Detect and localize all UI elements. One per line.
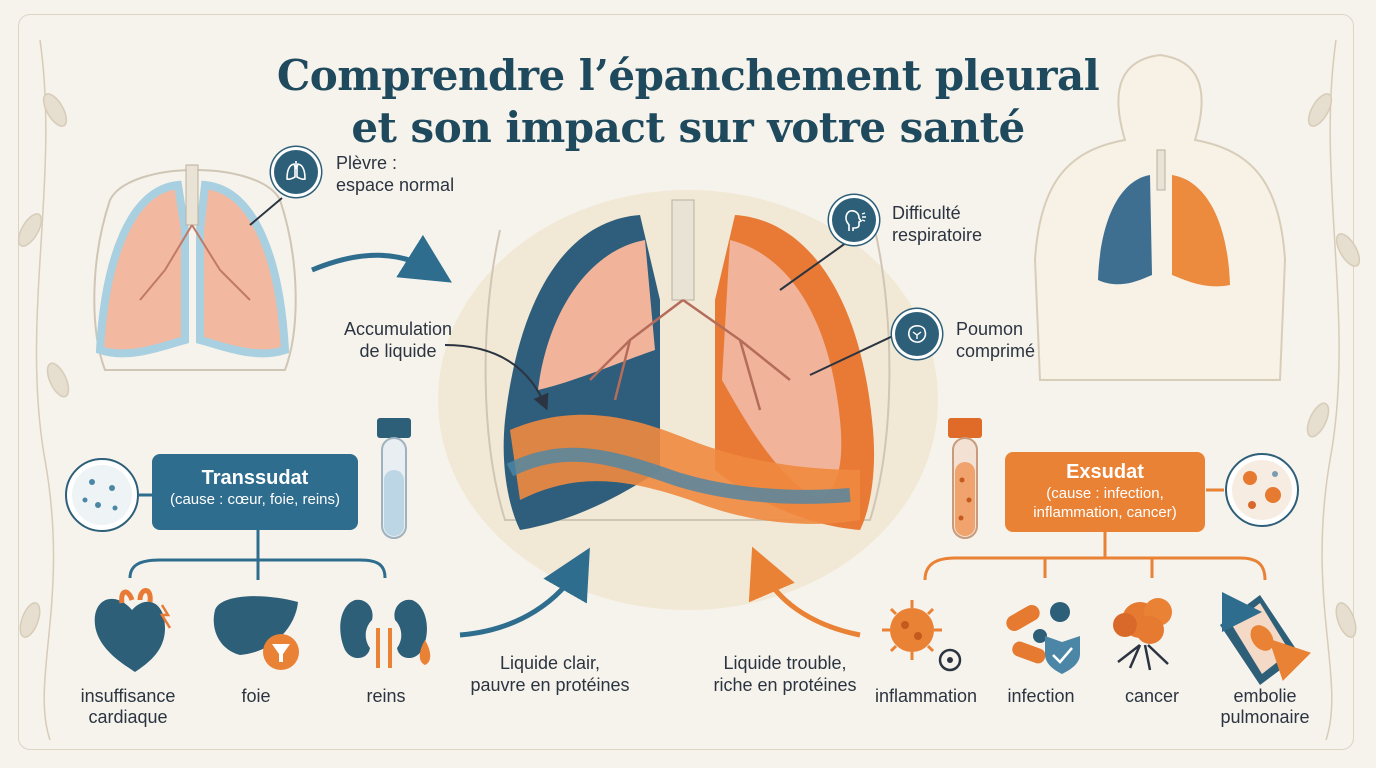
pointer-plevre [249,197,283,226]
arrow-turbid-liquid [748,546,861,638]
microscope-view-clear [65,458,139,532]
label-liquide-clair-line2: pauvre en protéines [470,675,630,695]
exsudat-cause-line2: inflammation, cancer) [1033,504,1177,521]
pointer-poumon [809,334,896,376]
label-accumulation-line2: de liquide [359,341,437,361]
label-liquide-trouble: Liquide trouble, riche en protéines [698,652,872,696]
test-tube-turbid [948,418,982,539]
decorative-frame [18,14,1354,750]
bacteria-shield-icon [1006,602,1080,674]
cause-caption-line1: insuffisance [80,686,176,706]
label-difficulte-line1: Difficulté [892,203,961,223]
vine-decoration-left [17,39,70,741]
virus-biohazard-icon [882,600,962,672]
breathing-difficulty-icon [832,198,876,242]
liver-icon [213,596,299,670]
cause-caption-line2: pulmonaire [1220,707,1310,727]
cause-caption-line1: reins [366,686,406,706]
vine-decoration-right [1306,39,1361,741]
label-liquide-clair-line1: Liquide clair, [499,653,601,673]
cause-caption-line1: embolie [1233,686,1297,706]
torso-illustration [1033,53,1287,381]
kidneys-icon [340,599,431,668]
heart-icon [94,588,172,672]
cause-reins: reins [346,686,426,707]
exsudat-box: Exsudat (cause : infection, inflammation… [1005,452,1205,532]
label-liquide-trouble-line1: Liquide trouble, [723,653,847,673]
normal-lungs-illustration [93,164,297,371]
pointer-difficulte [779,239,851,291]
page-title: Comprendre l’épanchement pleural et son … [0,50,1376,154]
label-difficulte: Difficulté respiratoire [892,202,982,246]
label-plevre: Plèvre : espace normal [336,152,454,196]
arrow-clear-liquid [459,547,590,638]
cause-infection: infection [996,686,1086,707]
label-plevre-line1: Plèvre : [336,153,398,173]
label-difficulte-line2: respiratoire [892,225,983,245]
label-poumon-line1: Poumon [956,319,1024,339]
title-line-2: et son impact sur votre santé [351,103,1025,152]
arrow-to-center [311,234,452,283]
pointer-accumulation [444,344,549,411]
tree-connector-blue [128,530,387,580]
cause-caption-line1: cancer [1124,686,1180,706]
tree-connector-orange [923,532,1267,581]
cause-inflammation: inflammation [864,686,988,707]
cause-insuffisance-cardiaque: insuffisance cardiaque [68,686,188,728]
cause-cancer: cancer [1110,686,1194,707]
label-accumulation: Accumulation de liquide [336,318,460,362]
cause-foie: foie [216,686,296,707]
transsudat-title: Transsudat [201,467,309,489]
central-lungs-illustration [438,190,938,610]
cause-caption-line1: foie [241,686,271,706]
transsudat-box: Transsudat (cause : cœur, foie, reins) [152,454,358,530]
cause-embolie-pulmonaire: embolie pulmonaire [1210,686,1320,728]
compressed-lung-icon [895,312,939,356]
exsudat-cause-line1: (cause : infection, [1046,485,1164,502]
label-poumon: Poumon comprimé [956,318,1035,362]
test-tube-clear [377,418,411,539]
label-liquide-trouble-line2: riche en protéines [713,675,857,695]
label-accumulation-line1: Accumulation [343,319,453,339]
tumor-icon [1113,598,1172,671]
cause-caption-line1: inflammation [874,686,978,706]
transsudat-cause: (cause : cœur, foie, reins) [169,491,341,508]
exsudat-title: Exsudat [1066,461,1144,483]
label-plevre-line2: espace normal [336,175,455,195]
blood-clot-icon [1220,592,1312,685]
lungs-badge-icon [274,150,318,194]
microscope-view-turbid [1225,453,1299,527]
label-liquide-clair: Liquide clair, pauvre en protéines [460,652,640,696]
cause-caption-line2: cardiaque [88,707,168,727]
cause-caption-line1: infection [1007,686,1075,706]
label-poumon-line2: comprimé [956,341,1036,361]
title-line-1: Comprendre l’épanchement pleural [276,51,1100,100]
